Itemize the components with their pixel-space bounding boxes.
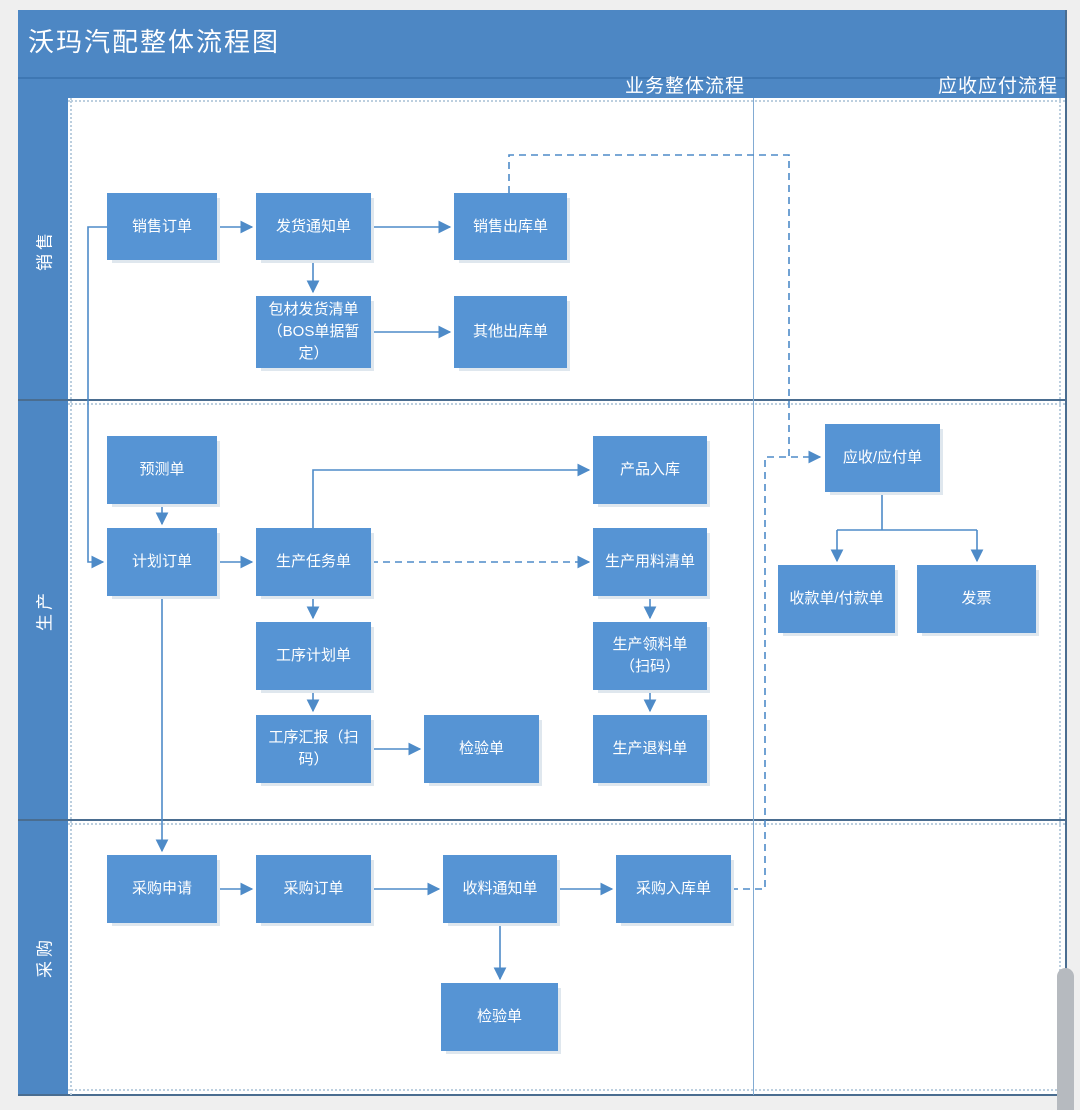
node-receiving-notice: 收料通知单 [443, 855, 557, 923]
node-sales-order: 销售订单 [107, 193, 217, 260]
header-bar [18, 10, 1065, 98]
node-purchase-order: 采购订单 [256, 855, 371, 923]
dotted-top-edge [68, 100, 1065, 102]
node-delivery-notice: 发货通知单 [256, 193, 371, 260]
column-header-finance: 应收应付流程 [937, 76, 1058, 97]
node-purchase-inbound: 采购入库单 [616, 855, 731, 923]
dotted-lane-divider-2 [68, 823, 1065, 825]
column-divider-line [753, 98, 754, 1095]
lane-divider-production-purchase [18, 819, 1065, 821]
diagram-bottom-border [18, 1094, 1067, 1096]
node-receipt-payment: 收款单/付款单 [778, 565, 895, 633]
diagram-right-border [1065, 10, 1067, 1095]
lane-divider-sales-production [18, 399, 1065, 401]
dotted-left-edge [70, 98, 72, 1095]
node-invoice: 发票 [917, 565, 1036, 633]
node-forecast: 预测单 [107, 436, 217, 504]
node-plan-order: 计划订单 [107, 528, 217, 596]
lane-label-strip [18, 98, 68, 1095]
node-product-inbound: 产品入库 [593, 436, 707, 504]
node-other-outbound: 其他出库单 [454, 296, 567, 368]
node-sales-outbound: 销售出库单 [454, 193, 567, 260]
node-inspection-production: 检验单 [424, 715, 539, 783]
node-process-plan: 工序计划单 [256, 622, 371, 690]
dotted-bottom-edge [68, 1089, 1065, 1091]
node-prod-material-return: 生产退料单 [593, 715, 707, 783]
node-prod-task: 生产任务单 [256, 528, 371, 596]
node-purchase-request: 采购申请 [107, 855, 217, 923]
page-title: 沃玛汽配整体流程图 [28, 27, 281, 57]
dotted-right-edge [1059, 98, 1061, 1095]
node-prod-material-list: 生产用料清单 [593, 528, 707, 596]
lane-label-sales: 销售 [35, 229, 55, 271]
node-packing-list: 包材发货清单（BOS单据暂定） [256, 296, 371, 368]
column-header-business: 业务整体流程 [624, 76, 745, 97]
node-prod-material-issue: 生产领料单（扫码） [593, 622, 707, 690]
lane-label-production: 生产 [35, 589, 55, 631]
dotted-lane-divider-1 [68, 403, 1065, 405]
lane-label-purchase: 采购 [35, 936, 55, 978]
node-ar-ap: 应收/应付单 [825, 424, 940, 492]
node-process-report: 工序汇报（扫码） [256, 715, 371, 783]
node-inspection-purchase: 检验单 [441, 983, 558, 1051]
vertical-scrollbar-thumb[interactable] [1057, 968, 1074, 1110]
header-divider [18, 77, 1065, 79]
